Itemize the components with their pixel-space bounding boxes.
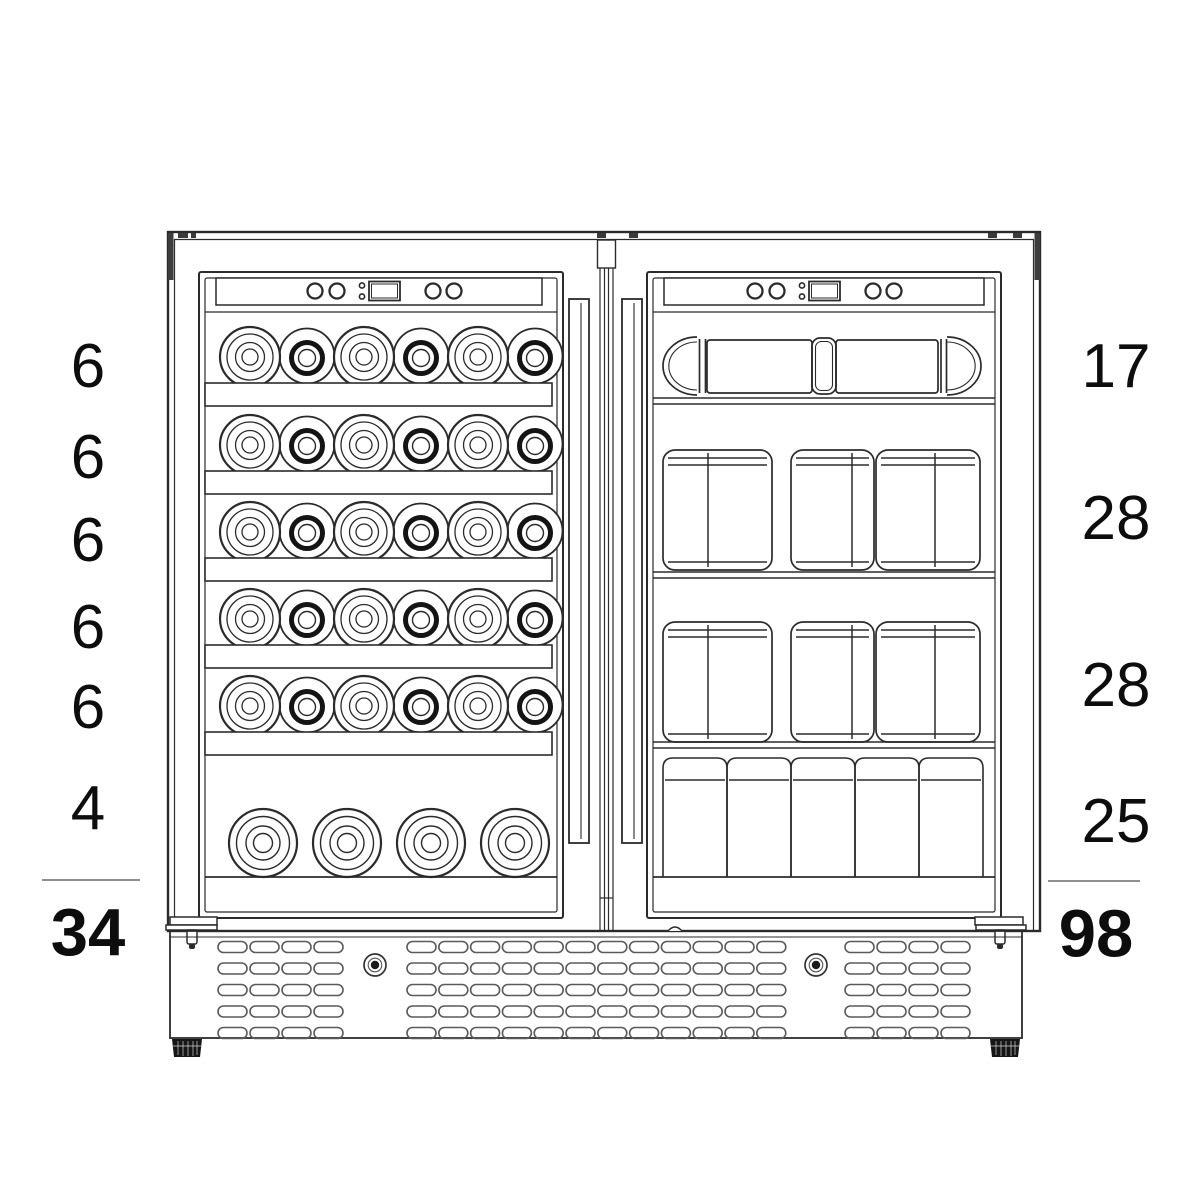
right-door-handle (621, 298, 643, 844)
sum-line-left (42, 879, 140, 881)
capacity-label-right-row-4: 25 (1081, 787, 1151, 856)
capacity-label-left-row-2: 6 (70, 423, 106, 492)
center-mullion (596, 239, 617, 931)
bottom-hinge-left (165, 916, 218, 949)
right-row-cans-upper (662, 449, 981, 571)
leveling-foot-right (989, 1038, 1021, 1058)
leveling-foot-left (171, 1038, 203, 1058)
capacity-label-left-row-4: 6 (70, 593, 106, 662)
left-bottom-bottle-row (205, 807, 557, 879)
capacity-label-right-row-1: 17 (1081, 332, 1151, 401)
capacity-label-left-row-5: 6 (70, 673, 106, 742)
capacity-total-left: 34 (50, 895, 126, 971)
capacity-label-right-row-3: 28 (1081, 651, 1151, 720)
kick-panel-notch (667, 926, 683, 932)
left-door (198, 271, 590, 919)
vent-grille-panel (169, 926, 1023, 1039)
capacity-label-right-row-2: 28 (1081, 484, 1151, 553)
capacity-label-left-row-6: 4 (70, 774, 106, 843)
left-door-handle (568, 298, 590, 844)
capacity-total-right: 98 (1058, 896, 1134, 972)
right-row-tall-cans (662, 757, 984, 878)
lock-screw-right (804, 953, 828, 977)
sum-line-right (1048, 880, 1140, 882)
right-row-cans-lower (662, 621, 981, 743)
capacity-label-left-row-1: 6 (70, 332, 106, 401)
lock-screw-left (363, 953, 387, 977)
left-wine-racks (205, 327, 563, 755)
capacity-label-left-row-3: 6 (70, 506, 106, 575)
bottom-hinge-right (974, 916, 1027, 949)
top-hinge-marks (178, 233, 1022, 238)
right-door-glass (646, 271, 1002, 919)
right-row-horizontal-bottles (662, 336, 982, 396)
right-door (621, 271, 1002, 919)
